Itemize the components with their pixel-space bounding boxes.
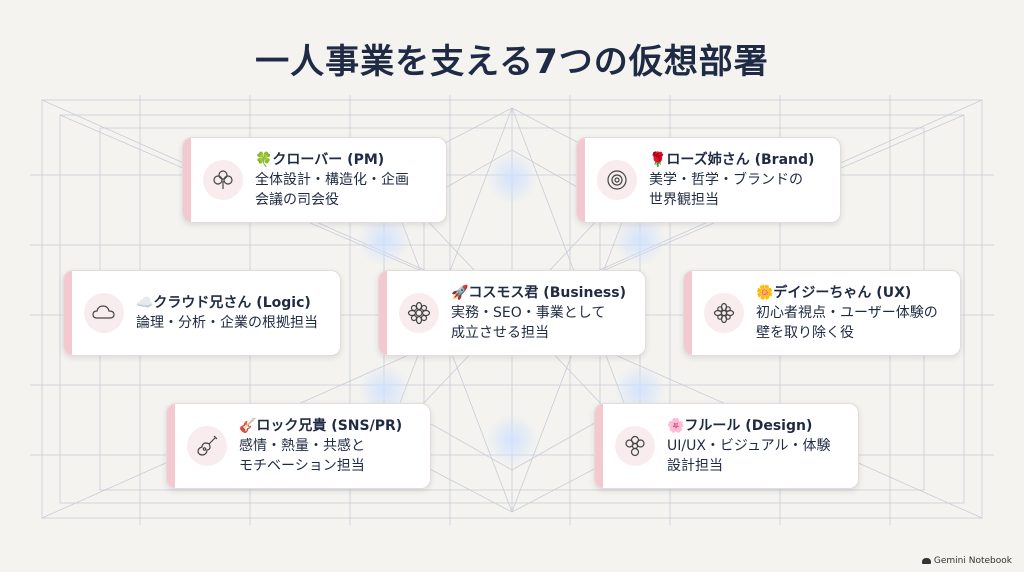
department-desc-line1: 論理・分析・企業の根拠担当	[136, 315, 318, 331]
card-accent-bar	[167, 404, 175, 488]
department-desc-line1: UI/UX・ビジュアル・体験	[667, 438, 831, 454]
cosmos-icon	[399, 293, 439, 333]
department-name: 🌸フルール (Design)	[667, 418, 813, 434]
card-accent-bar	[595, 404, 603, 488]
notebook-logo-icon	[921, 558, 931, 564]
department-desc-line2: 成立させる担当	[451, 325, 549, 341]
department-name: 🌹ローズ姉さん (Brand)	[649, 152, 815, 168]
watermark-label: Gemini Notebook	[933, 556, 1012, 566]
flower-icon	[615, 426, 655, 466]
watermark: Gemini Notebook	[921, 556, 1012, 566]
card-accent-bar	[379, 271, 387, 355]
department-name: 🚀コスモス君 (Business)	[451, 285, 626, 301]
department-name: ☁️クラウド兄さん (Logic)	[136, 295, 311, 311]
department-desc-line2: 世界観担当	[649, 192, 719, 208]
card-accent-bar	[684, 271, 692, 355]
department-name: 🎸ロック兄貴 (SNS/PR)	[239, 418, 403, 434]
department-desc-line1: 初心者視点・ユーザー体験の	[756, 305, 938, 321]
clover-icon	[203, 160, 243, 200]
department-desc-line2: 設計担当	[667, 458, 723, 474]
card-accent-bar	[64, 271, 72, 355]
department-desc-line1: 美学・哲学・ブランドの	[649, 172, 803, 188]
department-card-rose[interactable]: 🌹ローズ姉さん (Brand) 美学・哲学・ブランドの 世界観担当	[576, 137, 841, 223]
department-desc-line2: 壁を取り除く役	[756, 325, 854, 341]
department-card-cloud[interactable]: ☁️クラウド兄さん (Logic) 論理・分析・企業の根拠担当	[63, 270, 341, 356]
rose-icon	[597, 160, 637, 200]
page-title: 一人事業を支える7つの仮想部署	[255, 42, 769, 82]
department-desc-line1: 全体設計・構造化・企画	[255, 172, 409, 188]
cloud-icon	[84, 293, 124, 333]
department-card-rock[interactable]: 🎸ロック兄貴 (SNS/PR) 感情・熱量・共感と モチベーション担当	[166, 403, 431, 489]
department-name: 🌼デイジーちゃん (UX)	[756, 285, 912, 301]
department-card-daisy[interactable]: 🌼デイジーちゃん (UX) 初心者視点・ユーザー体験の 壁を取り除く役	[683, 270, 961, 356]
card-accent-bar	[183, 138, 191, 222]
department-desc-line2: モチベーション担当	[239, 458, 365, 474]
department-card-clover[interactable]: 🍀クローバー (PM) 全体設計・構造化・企画 会議の司会役	[182, 137, 447, 223]
guitar-icon	[187, 426, 227, 466]
department-desc-line2: 会議の司会役	[255, 192, 339, 208]
department-name: 🍀クローバー (PM)	[255, 152, 385, 168]
department-desc-line1: 実務・SEO・事業として	[451, 305, 606, 321]
daisy-icon	[704, 293, 744, 333]
department-card-fleur[interactable]: 🌸フルール (Design) UI/UX・ビジュアル・体験 設計担当	[594, 403, 859, 489]
card-accent-bar	[577, 138, 585, 222]
department-card-cosmos[interactable]: 🚀コスモス君 (Business) 実務・SEO・事業として 成立させる担当	[378, 270, 646, 356]
department-desc-line1: 感情・熱量・共感と	[239, 438, 365, 454]
